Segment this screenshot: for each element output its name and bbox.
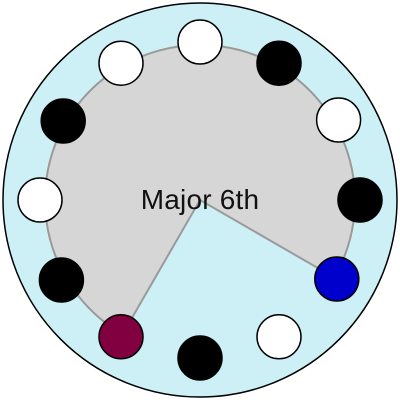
note-8-oclock (38, 257, 85, 303)
note-7-oclock (98, 314, 144, 360)
note-4-oclock (314, 256, 360, 302)
note-12-oclock (177, 19, 223, 65)
note-5-oclock (256, 314, 302, 360)
note-1-oclock (256, 40, 302, 86)
note-3-oclock (337, 177, 383, 223)
note-10-oclock (40, 98, 86, 144)
note-2-oclock (315, 97, 362, 143)
note-6-oclock (177, 335, 223, 381)
interval-sector (44, 44, 356, 336)
note-11-oclock (98, 40, 144, 86)
note-9-oclock (17, 177, 63, 223)
note-circles (17, 19, 383, 381)
